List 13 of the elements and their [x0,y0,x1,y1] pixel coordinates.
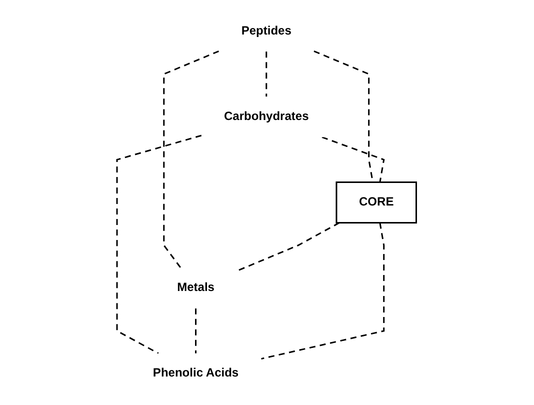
node-text: Phenolic Acids [153,366,239,380]
node-box [336,181,418,224]
connector [322,136,386,182]
connector [237,222,340,272]
connector [266,52,268,97]
diagram: Peptides Carbohydrates CORE Metals Phenolic Acids [111,5,423,400]
connector [195,308,197,354]
connector [261,222,385,360]
connector [164,50,220,268]
node-text: Carbohydrates [224,110,310,123]
node-text: Peptides [242,24,292,38]
connector [116,134,202,354]
node-text: Metals [177,281,215,294]
